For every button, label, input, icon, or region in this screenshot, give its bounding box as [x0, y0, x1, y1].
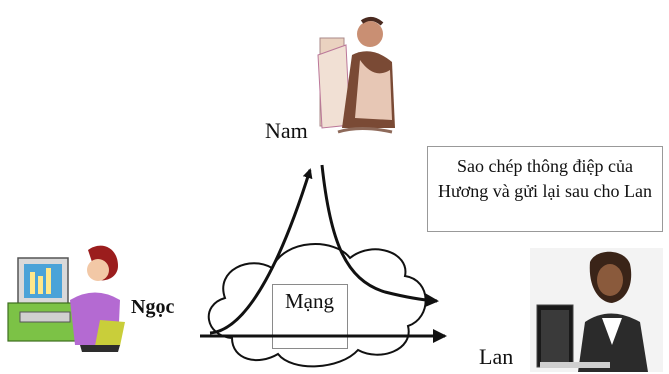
note-box: Sao chép thông điệp của Hương và gửi lại… — [427, 146, 663, 232]
label-mang: Mạng — [285, 289, 334, 314]
label-ngoc: Ngọc — [131, 296, 174, 319]
note-line-1: Sao chép thông điệp của — [428, 154, 662, 179]
label-lan: Lan — [479, 344, 513, 370]
label-nam: Nam — [265, 118, 308, 144]
note-line-2: Hương và gửi lại sau cho Lan — [428, 179, 662, 204]
